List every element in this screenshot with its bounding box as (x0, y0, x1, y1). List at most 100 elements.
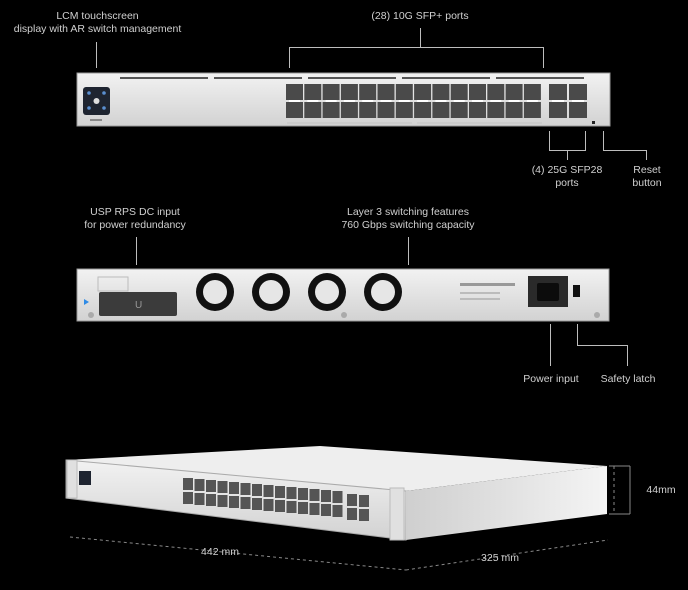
port-led (325, 100, 337, 102)
iso-port (286, 501, 297, 513)
height-dimension: 44mm (646, 484, 676, 496)
iso-port (275, 500, 285, 512)
power-socket (537, 283, 559, 301)
sfp28-port (549, 84, 567, 100)
port-led (380, 100, 392, 102)
sfp-plus-port (414, 84, 432, 100)
sfp-plus-port (505, 102, 523, 118)
iso-port (332, 491, 343, 503)
port-led (453, 100, 465, 102)
front-vent-slot (496, 77, 584, 79)
iso-port (321, 504, 331, 516)
port-led (362, 100, 374, 102)
sfp-plus-port (377, 102, 395, 118)
sfp28-leader (567, 150, 568, 160)
layer3-label-line2: 760 Gbps switching capacity (341, 219, 475, 231)
reset-label-line2: button (632, 177, 662, 189)
regulatory-text (460, 292, 500, 294)
sfp-plus-bracket (289, 47, 543, 48)
iso-port (194, 493, 205, 505)
reset-leader (603, 131, 604, 150)
sfp-plus-port (304, 84, 322, 100)
fan-hub (203, 280, 227, 304)
fan-hub (371, 280, 395, 304)
port-led (552, 100, 564, 102)
port-led (526, 100, 538, 102)
sfp-plus-label: (28) 10G SFP+ ports (371, 10, 469, 22)
lcm-icon (102, 91, 106, 95)
port-led (343, 100, 355, 102)
iso-port (183, 478, 193, 490)
sfp28-label-line1: (4) 25G SFP28 (531, 164, 603, 176)
bracket-end (289, 47, 290, 68)
sfp-plus-port (322, 84, 340, 100)
sfp-plus-port (359, 84, 377, 100)
width-dimension-line (69, 536, 407, 571)
port-led (307, 100, 319, 102)
unifi-logo-label (460, 283, 515, 286)
iso-port (229, 496, 239, 508)
iso-port (321, 490, 331, 502)
front-vent-slot (402, 77, 490, 79)
latch-leader (627, 345, 628, 366)
iso-port (206, 494, 216, 506)
port-led (572, 100, 584, 102)
port-led (417, 100, 429, 102)
iso-port (263, 485, 274, 497)
reset-label: Reset button (617, 164, 677, 190)
iso-side-face (406, 466, 607, 540)
lcm-icon (87, 106, 91, 110)
sfp-plus-port (487, 102, 505, 118)
port-label-bar (287, 122, 412, 124)
fan-hub (315, 280, 339, 304)
iso-port (194, 479, 205, 491)
lcm-label-line1: LCM touchscreen (56, 10, 139, 22)
rps-dc-input (99, 292, 177, 316)
rps-leader (136, 237, 137, 265)
iso-port (252, 484, 262, 496)
lcm-icon (102, 106, 106, 110)
iso-sfp28-port (347, 508, 357, 520)
latch-leader (577, 345, 628, 346)
lcm-icon (87, 91, 91, 95)
rps-label: USP RPS DC input for power redundancy (60, 206, 210, 232)
latch-leader (577, 324, 578, 345)
sfp-plus-port (450, 84, 468, 100)
regulatory-text (460, 298, 500, 300)
layer3-leader (408, 237, 409, 265)
front-vent-slot (214, 77, 302, 79)
iso-sfp28-port (347, 494, 357, 506)
sfp-plus-port (340, 102, 358, 118)
iso-rack-ear (389, 487, 405, 541)
sfp-plus-port (450, 102, 468, 118)
sfp-plus-port (359, 102, 377, 118)
iso-port (240, 497, 251, 509)
sfp-plus-port (340, 84, 358, 100)
sfp-plus-port (432, 84, 450, 100)
sfp-plus-port (523, 102, 541, 118)
sfp28-port (569, 84, 587, 100)
lcm-label: LCM touchscreen display with AR switch m… (5, 10, 190, 36)
sfp-plus-port (505, 84, 523, 100)
reset-leader (646, 150, 647, 160)
sfp28-bracket (549, 131, 550, 150)
screw-icon (88, 312, 94, 318)
sfp28-bracket (585, 131, 586, 150)
iso-port (206, 480, 216, 492)
sfp-plus-port (395, 84, 413, 100)
port-led (398, 100, 410, 102)
lcm-leader (96, 42, 97, 68)
layer3-label: Layer 3 switching features 760 Gbps swit… (328, 206, 488, 232)
rear-sticker (97, 276, 129, 292)
sfp-plus-port (414, 102, 432, 118)
depth-dimension-line (405, 539, 609, 571)
rps-label-line2: for power redundancy (84, 219, 186, 231)
iso-port (286, 487, 297, 499)
front-vent-slot (120, 77, 208, 79)
port-led (508, 100, 520, 102)
reset-label-line1: Reset (633, 164, 661, 176)
layer3-label-line1: Layer 3 switching features (347, 206, 469, 218)
power-input-label: Power input (523, 373, 579, 385)
